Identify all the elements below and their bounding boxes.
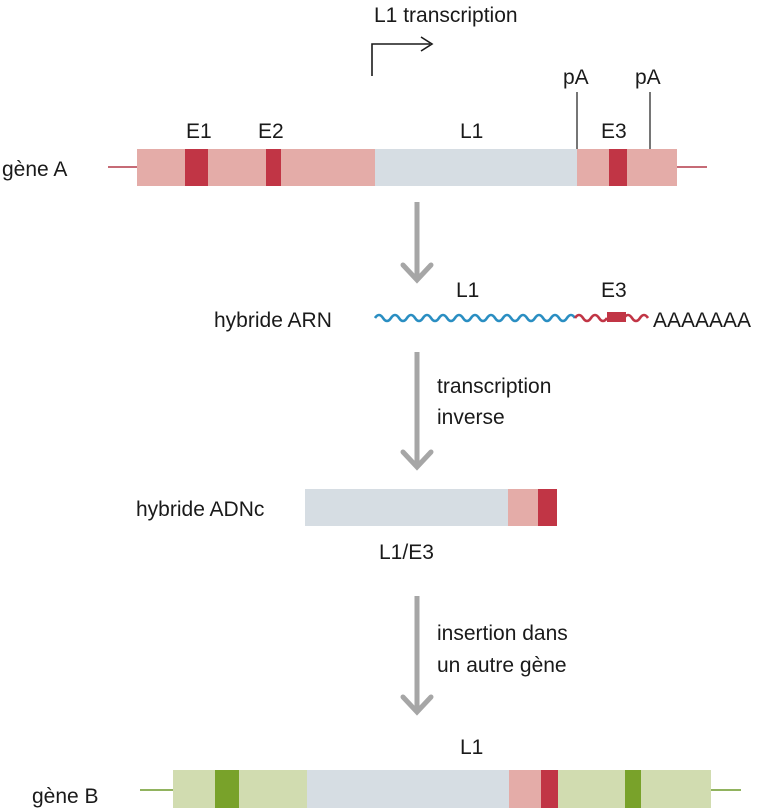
down-arrow-3 — [400, 596, 434, 716]
exon-e3 — [609, 149, 627, 186]
l1-gene-b-label: L1 — [460, 736, 483, 759]
l1-gene-a-label: L1 — [460, 120, 483, 143]
exon-e1 — [185, 149, 208, 186]
reverse-transcription-label-1: transcription — [437, 375, 551, 398]
transcription-start-arrow — [371, 36, 434, 76]
e1-label: E1 — [186, 120, 212, 143]
gene-a — [108, 149, 707, 186]
e2-label: E2 — [258, 120, 284, 143]
gene-b-left-region — [173, 770, 307, 808]
cdna-e3-exon — [538, 489, 557, 526]
pA-label-2: pA — [635, 66, 661, 89]
gene-a-left-region — [137, 149, 375, 186]
gene-b-label: gène B — [32, 785, 99, 808]
gene-b-exon-1 — [215, 770, 239, 808]
hybride-arn-label: hybride ARN — [214, 309, 332, 332]
cdna-l1-region — [305, 489, 508, 526]
e3-gene-a-label: E3 — [601, 120, 627, 143]
l1-e3-label: L1/E3 — [379, 541, 434, 564]
gene-a-label: gène A — [2, 158, 67, 181]
down-arrow-2 — [400, 352, 434, 471]
l1-rna-label: L1 — [456, 279, 479, 302]
gene-a-l1-element — [375, 149, 577, 186]
pA-label-1: pA — [563, 66, 589, 89]
reverse-transcription-label-2: inverse — [437, 406, 505, 429]
e3-rna-label: E3 — [601, 279, 627, 302]
rna-e3-strand — [573, 313, 650, 323]
gene-b — [140, 770, 741, 808]
gene-b-inserted-l1 — [307, 770, 509, 808]
exon-e2 — [266, 149, 281, 186]
rna-e3-exon — [607, 312, 626, 322]
cdna-hybrid — [305, 489, 557, 526]
down-arrow-1 — [400, 202, 434, 284]
gene-b-inserted-e3-exon — [541, 770, 558, 808]
poly-a-tail: AAAAAAA — [653, 309, 751, 332]
l1-transcription-label: L1 transcription — [374, 4, 518, 27]
insertion-label-2: un autre gène — [437, 654, 567, 677]
hybride-adnc-label: hybride ADNc — [136, 498, 264, 521]
gene-b-exon-2 — [625, 770, 641, 808]
rna-l1-strand — [373, 313, 577, 323]
insertion-label-1: insertion dans — [437, 622, 568, 645]
